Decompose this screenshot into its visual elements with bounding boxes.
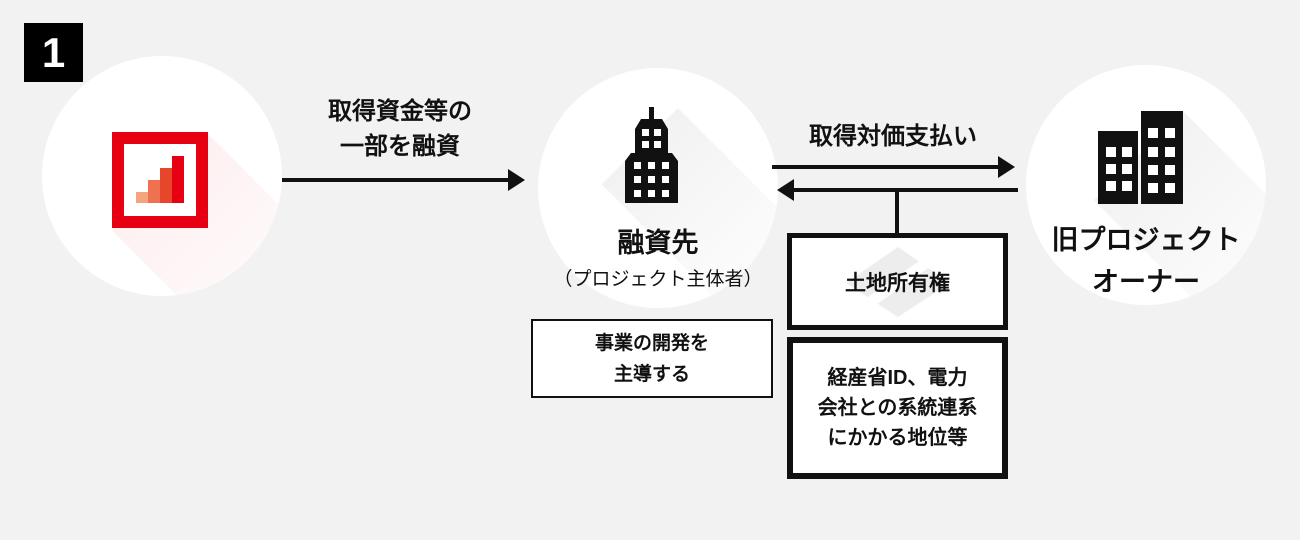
transfer-connector-line [895, 190, 899, 235]
grid-rights-line2: 会社との系統連系 [817, 397, 978, 419]
loan-flow-label-line2: 一部を融資 [340, 133, 460, 160]
payment-arrow [772, 165, 998, 169]
old-owner-title-line2: オーナー [1092, 267, 1200, 297]
land-parcel-watermark-icon [845, 246, 950, 317]
old-owner-title-line1: 旧プロジェクト [1051, 225, 1241, 255]
borrower-title: 融資先 [617, 228, 699, 258]
land-rights-box: 土地所有権 [787, 233, 1008, 330]
borrower-role-line2: 主導する [613, 364, 690, 385]
land-rights-label: 土地所有権 [845, 271, 950, 295]
logo-bar-2 [148, 180, 160, 203]
office-tower-icon [625, 107, 678, 203]
grid-rights-line1: 経産省ID、電力 [827, 367, 968, 389]
grid-rights-box: 経産省ID、電力 会社との系統連系 にかかる地位等 [787, 337, 1008, 479]
loan-flow-label: 取得資金等の 一部を融資 [280, 94, 520, 164]
loan-arrowhead-icon [508, 169, 525, 191]
bar-chart-logo-icon [112, 132, 208, 228]
borrower-role-box: 事業の開発を 主導する [531, 319, 773, 398]
twin-buildings-icon [1098, 111, 1183, 204]
old-owner-circle [1026, 65, 1266, 305]
lender-circle [42, 56, 282, 296]
loan-arrow [282, 178, 508, 182]
logo-bar-1 [136, 192, 148, 203]
transfer-arrow [794, 188, 1018, 192]
logo-bar-3 [160, 168, 172, 203]
step-badge: 1 [24, 23, 83, 82]
borrower-circle [538, 68, 778, 308]
grid-rights-line3: にかかる地位等 [827, 427, 968, 449]
borrower-subtitle: （プロジェクト主体者） [553, 269, 763, 290]
logo-bars [136, 156, 184, 203]
old-owner-title: 旧プロジェクト オーナー [1016, 219, 1276, 303]
transfer-arrowhead-icon [777, 179, 794, 201]
borrower-role-line1: 事業の開発を [594, 333, 709, 354]
loan-flow-label-line1: 取得資金等の [328, 98, 472, 125]
payment-arrowhead-icon [998, 156, 1015, 178]
logo-bar-4 [172, 156, 184, 203]
payment-flow-label: 取得対価支払い [809, 123, 977, 150]
